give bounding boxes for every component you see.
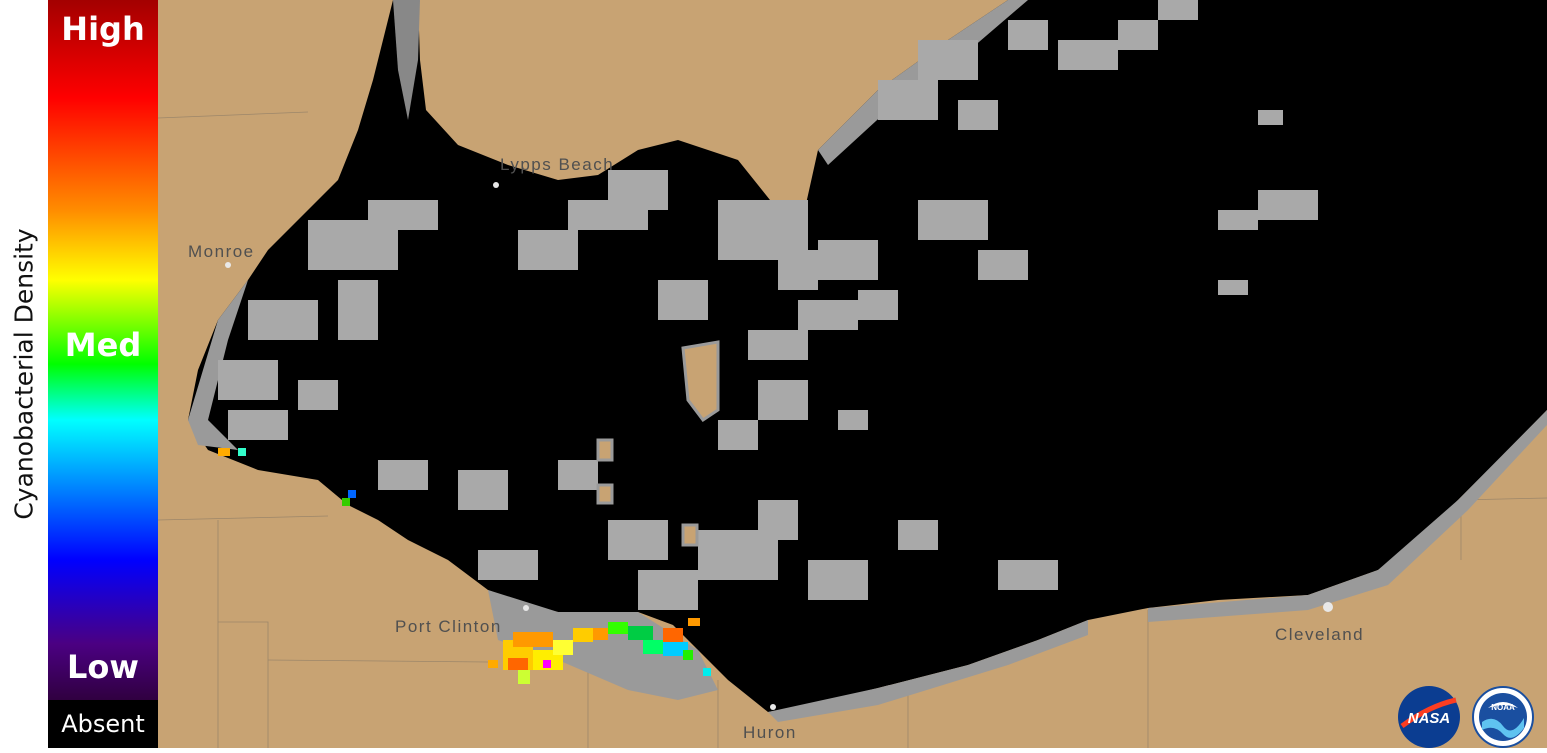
city-dot-lypps-beach: [493, 182, 499, 188]
legend-high-label: High: [61, 10, 145, 48]
nasa-logo: NASA: [1398, 686, 1460, 748]
lake-map: Lypps Beach Monroe Port Clinton Clevelan…: [158, 0, 1547, 748]
city-dot-monroe: [225, 262, 231, 268]
svg-text:NASA: NASA: [1408, 710, 1451, 727]
city-label-port-clinton: Port Clinton: [395, 617, 502, 636]
city-label-huron: Huron: [743, 723, 797, 742]
lake-erie-water: [188, 0, 1547, 712]
city-label-monroe: Monroe: [188, 242, 255, 261]
noaa-logo-art: NOAA: [1479, 693, 1527, 741]
detroit-river: [393, 0, 420, 120]
density-gradient: [48, 0, 158, 700]
city-dot-huron: [770, 704, 776, 710]
city-dot-port-clinton: [523, 605, 529, 611]
city-dot-cleveland: [1323, 602, 1333, 612]
density-colorbar: High Med Low Absent: [48, 0, 158, 748]
legend-absent-label: Absent: [61, 710, 145, 738]
legend-absent: Absent: [48, 700, 158, 748]
cyanobacteria-bloom: [218, 448, 711, 684]
svg-text:NOAA: NOAA: [1491, 703, 1515, 712]
legend-low-label: Low: [67, 648, 139, 686]
city-label-lypps-beach: Lypps Beach: [500, 155, 614, 174]
legend-title: Cyanobacterial Density: [9, 228, 39, 520]
city-label-cleveland: Cleveland: [1275, 625, 1364, 644]
islands: [596, 340, 720, 547]
cloud-cover: [218, 0, 1318, 610]
noaa-logo: NOAA: [1472, 686, 1534, 748]
city-markers: [225, 182, 1333, 710]
nasa-logo-art: NASA: [1400, 697, 1457, 729]
legend-med-label: Med: [64, 326, 142, 364]
